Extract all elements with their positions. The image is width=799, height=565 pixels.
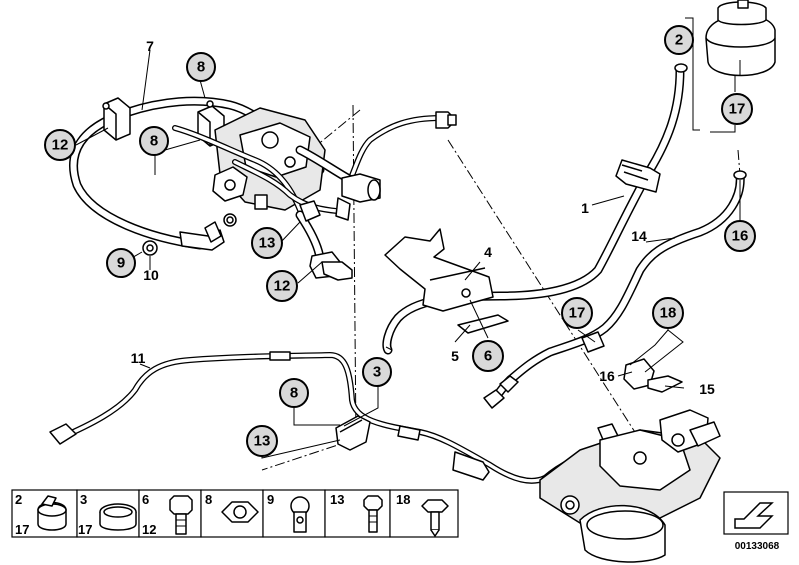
svg-text:16: 16 [732,228,749,245]
callout-17-mid: 17 [561,297,593,329]
label-7: 7 [146,38,154,54]
svg-text:13: 13 [330,492,344,507]
callout-8-top: 8 [186,52,216,82]
screw-icon [363,495,383,511]
callout-13-bottom: 13 [246,425,278,457]
legend-item-2: 2 17 [11,489,78,538]
line-bracket-8 [335,415,371,451]
upper-return-line [295,111,457,203]
legend-item-13: 13 [324,489,391,538]
legend-item-8: 8 [200,489,264,538]
svg-text:12: 12 [52,137,69,154]
callout-18: 18 [652,297,684,329]
legend-item-18: 18 [389,489,459,538]
pump-pressure-lines [172,125,353,281]
bracket-15 [647,375,683,393]
legend-strip: 2 17 3 17 6 12 8 [11,489,459,538]
hose-clamp-left [102,97,131,141]
flange-screw-icon [421,499,449,513]
svg-text:9: 9 [267,492,274,507]
steering-rack [539,409,721,563]
svg-text:17: 17 [15,522,29,537]
fluid-reservoir [705,0,776,77]
label-4: 4 [484,244,492,260]
label-5: 5 [451,348,459,364]
label-1: 1 [581,200,589,216]
svg-text:18: 18 [396,492,410,507]
callout-13-top: 13 [251,227,283,259]
callout-16-right: 16 [724,220,756,252]
label-10: 10 [143,267,159,283]
label-11: 11 [131,350,146,366]
legend-item-9: 9 [262,489,326,538]
svg-text:3: 3 [373,364,381,381]
callout-3: 3 [362,357,392,387]
legend-item-6: 6 12 [138,489,202,538]
svg-text:18: 18 [660,305,677,322]
label-16: 16 [599,368,615,384]
callout-8-bottom: 8 [279,378,309,408]
svg-text:17: 17 [569,305,586,322]
svg-text:17: 17 [729,101,746,118]
svg-text:3: 3 [80,492,87,507]
callout-2: 2 [664,25,694,55]
callout-8-mid: 8 [139,126,169,156]
svg-text:8: 8 [205,492,212,507]
callout-12-mid: 12 [266,270,298,302]
svg-text:12: 12 [142,522,156,537]
callout-9: 9 [106,248,136,278]
svg-text:6: 6 [142,492,149,507]
callout-12-left: 12 [44,129,76,161]
svg-text:6: 6 [484,348,492,365]
svg-text:9: 9 [117,255,125,272]
return-hose-1 [382,63,688,355]
svg-text:13: 13 [254,433,271,450]
svg-text:8: 8 [150,133,158,150]
callout-6: 6 [472,340,504,372]
svg-text:2: 2 [675,32,683,49]
label-14: 14 [631,228,647,244]
callout-17-top: 17 [721,93,753,125]
pressure-line-11 [49,351,548,484]
svg-text:12: 12 [274,278,291,295]
curved-arrow-icon [723,491,789,535]
hex-bolt-icon [169,495,193,515]
legend-item-3: 3 17 [76,489,140,538]
leader-lines [75,49,741,459]
bracket-4 [384,228,494,312]
svg-text:17: 17 [78,522,92,537]
svg-text:8: 8 [290,385,298,402]
svg-text:2: 2 [15,492,22,507]
diagram-code: 00133068 [735,541,780,552]
label-15: 15 [699,381,715,397]
svg-text:8: 8 [197,59,205,76]
svg-text:13: 13 [259,235,276,252]
suction-hose-14 [483,170,747,409]
nut-9 [142,240,158,256]
